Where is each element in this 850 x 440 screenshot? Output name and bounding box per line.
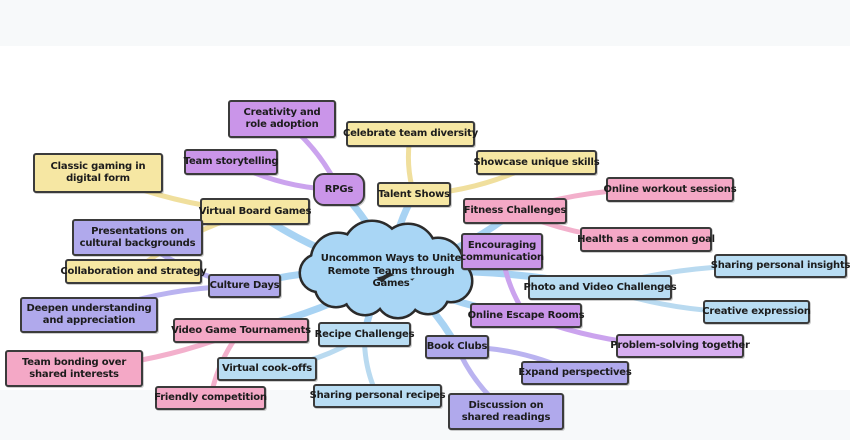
node-virtual-board-games[interactable]: Virtual Board Games: [199, 198, 312, 225]
node-discussion-readings[interactable]: Discussion on shared readings: [448, 393, 564, 430]
node-online-workout[interactable]: Online workout sessions: [604, 177, 737, 202]
node-recipe-challenges[interactable]: Recipe Challenges: [315, 322, 415, 347]
center-cloud-shape: [298, 219, 474, 320]
node-expand-perspectives[interactable]: Expand perspectives: [518, 361, 632, 385]
node-video-game-tournaments[interactable]: Video Game Tournaments: [171, 318, 311, 343]
center-topic[interactable]: Uncommon Ways to Unite Remote Teams thro…: [320, 253, 462, 290]
cloud-bump: [377, 275, 419, 317]
node-talent-shows[interactable]: Talent Shows: [377, 182, 451, 207]
node-virtual-cookoffs[interactable]: Virtual cook-offs: [217, 357, 317, 381]
node-fitness-challenges[interactable]: Fitness Challenges: [463, 198, 567, 224]
node-team-bonding[interactable]: Team bonding over shared interests: [5, 350, 143, 387]
node-celebrate-diversity[interactable]: Celebrate team diversity: [343, 121, 478, 147]
node-health-goal[interactable]: Health as a common goal: [577, 227, 715, 252]
node-rpgs[interactable]: RPGs: [313, 173, 365, 206]
node-showcase-skills[interactable]: Showcase unique skills: [474, 150, 600, 175]
node-deepen-understanding[interactable]: Deepen understanding and appreciation: [20, 297, 158, 333]
cloud-bump: [408, 273, 448, 313]
node-sharing-recipes[interactable]: Sharing personal recipes: [310, 384, 446, 408]
node-sharing-insights[interactable]: Sharing personal insights: [711, 254, 850, 278]
node-friendly-competition[interactable]: Friendly competition: [154, 386, 267, 410]
node-collab-strategy[interactable]: Collaboration and strategy: [60, 259, 207, 284]
node-encouraging-comm[interactable]: Encouraging communication: [460, 233, 544, 270]
node-online-escape[interactable]: Online Escape Rooms: [468, 303, 585, 328]
mindmap-canvas[interactable]: Uncommon Ways to Unite Remote Teams thro…: [0, 46, 850, 430]
node-photo-video[interactable]: Photo and Video Challenges: [524, 275, 677, 300]
mindmap-stage: Uncommon Ways to Unite Remote Teams thro…: [0, 46, 850, 440]
node-presentations-cultural[interactable]: Presentations on cultural backgrounds: [72, 219, 203, 256]
node-book-clubs[interactable]: Book Clubs: [425, 335, 489, 359]
node-culture-days[interactable]: Culture Days: [208, 274, 281, 298]
node-problem-solving[interactable]: Problem-solving together: [610, 334, 750, 358]
node-creative-expression[interactable]: Creative expression: [702, 300, 811, 324]
node-classic-gaming[interactable]: Classic gaming in digital form: [33, 153, 163, 193]
node-creativity-role[interactable]: Creativity and role adoption: [228, 100, 336, 138]
node-team-storytelling[interactable]: Team storytelling: [184, 149, 279, 175]
cloud-bump: [301, 255, 337, 291]
